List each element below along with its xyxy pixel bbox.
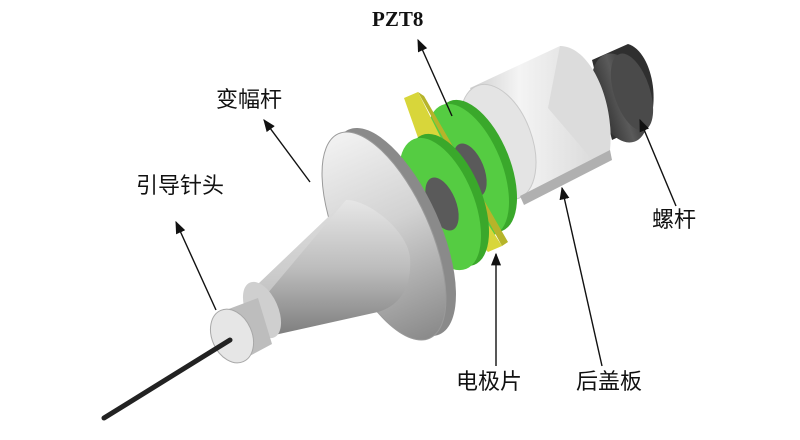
leader-arrows (175, 38, 677, 367)
label-horn: 变幅杆 (216, 88, 283, 113)
label-pzt8: PZT8 (372, 7, 424, 31)
arrow-back-cover (559, 186, 603, 367)
arrow-screw (639, 118, 677, 207)
label-electrode: 电极片 (456, 370, 523, 395)
guide-tip-part (101, 298, 272, 421)
arrow-pzt (417, 38, 453, 117)
label-screw: 螺杆 (652, 208, 697, 233)
arrow-guide-tip (175, 220, 217, 311)
arrow-horn (263, 118, 311, 183)
label-guide-tip: 引导针头 (136, 174, 225, 199)
label-back-cover: 后盖板 (576, 370, 643, 395)
